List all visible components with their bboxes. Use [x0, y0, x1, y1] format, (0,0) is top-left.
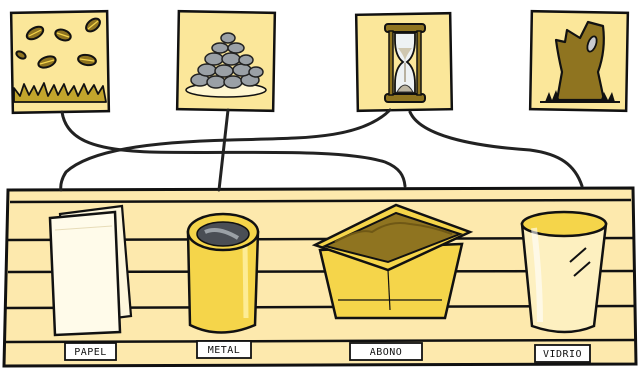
bin-metal[interactable]: METAL: [186, 212, 260, 359]
bin-abono[interactable]: ABONO: [311, 203, 474, 361]
svg-text:ABONO: ABONO: [370, 347, 403, 358]
label-abono: ABONO: [349, 342, 423, 361]
svg-text:PAPEL: PAPEL: [74, 347, 107, 358]
card-stones[interactable]: [175, 9, 277, 113]
svg-text:VIDRIO: VIDRIO: [543, 349, 582, 360]
fallen-leaves-grass-icon: [13, 17, 107, 103]
card-hourglass[interactable]: [354, 11, 454, 113]
bin-papel[interactable]: PAPEL: [48, 204, 133, 361]
card-leaves[interactable]: [9, 9, 111, 115]
card-tree[interactable]: [528, 9, 630, 113]
label-papel: PAPEL: [64, 342, 117, 361]
svg-text:METAL: METAL: [208, 345, 241, 356]
tree-stump-icon: [540, 20, 620, 103]
connection-line-stones-metal: [217, 108, 230, 192]
connection-line-leaves-abono: [60, 110, 407, 188]
stone-pile-icon: [185, 32, 267, 98]
connection-lines: [59, 108, 584, 192]
label-metal: METAL: [196, 340, 252, 359]
label-vidrio: VIDRIO: [534, 344, 591, 363]
connection-line-hourglass-papel: [59, 108, 392, 192]
bin-vidrio[interactable]: VIDRIO: [520, 210, 608, 363]
connection-line-tree-vidrio: [408, 110, 584, 188]
hourglass-icon: [384, 23, 426, 103]
